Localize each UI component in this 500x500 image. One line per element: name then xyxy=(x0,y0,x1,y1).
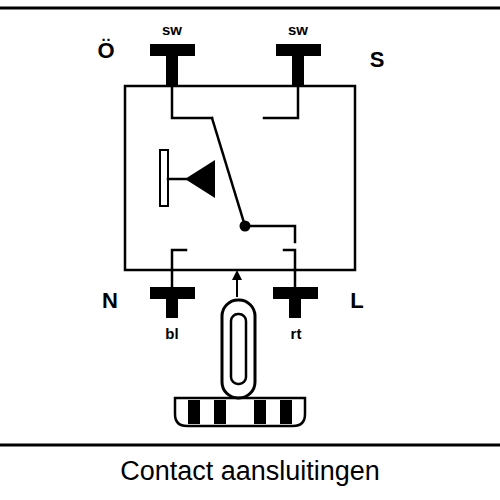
switch-lever xyxy=(212,118,245,226)
key-slot xyxy=(231,314,246,384)
pivot-dot xyxy=(240,221,251,232)
terminal-cap xyxy=(276,44,321,56)
terminal-label: S xyxy=(370,49,385,71)
key-handle xyxy=(222,300,255,398)
terminal-stem xyxy=(166,56,178,86)
switch-housing xyxy=(125,86,355,270)
contact-wire xyxy=(264,86,298,118)
terminal-cap xyxy=(273,287,318,299)
actuator-plate xyxy=(160,150,168,206)
frame-line xyxy=(0,444,500,447)
wire-color-label: sw xyxy=(162,22,182,37)
contact-wire xyxy=(172,250,186,270)
key-base xyxy=(175,398,305,426)
terminal-stem xyxy=(292,56,304,86)
key-stripe xyxy=(254,400,266,424)
wire-color-label: rt xyxy=(291,326,302,341)
contact-wire xyxy=(172,86,212,118)
contact-wire xyxy=(245,226,295,242)
terminal-label: Ö xyxy=(97,40,114,62)
contact-wire xyxy=(294,270,297,287)
wire-color-label: sw xyxy=(288,22,308,37)
terminal-stem xyxy=(166,299,178,318)
push-arrow-head xyxy=(232,270,242,280)
terminal-cap xyxy=(150,44,195,56)
actuator-stem xyxy=(168,178,186,181)
key-stripe xyxy=(280,400,292,424)
terminal-cap xyxy=(150,287,195,299)
terminal-label: L xyxy=(350,290,363,312)
terminal-label: N xyxy=(102,290,118,312)
terminal-stem xyxy=(289,299,301,318)
key-stripe xyxy=(188,400,200,424)
contact-wire xyxy=(284,250,295,270)
key-stripe xyxy=(214,400,226,424)
wire-color-label: bl xyxy=(165,326,178,341)
contact-wire xyxy=(171,270,174,287)
actuator-arrow xyxy=(185,160,215,198)
frame-line xyxy=(0,7,500,10)
figure-caption: Contact aansluitingen xyxy=(120,458,380,485)
push-arrow xyxy=(236,278,238,296)
